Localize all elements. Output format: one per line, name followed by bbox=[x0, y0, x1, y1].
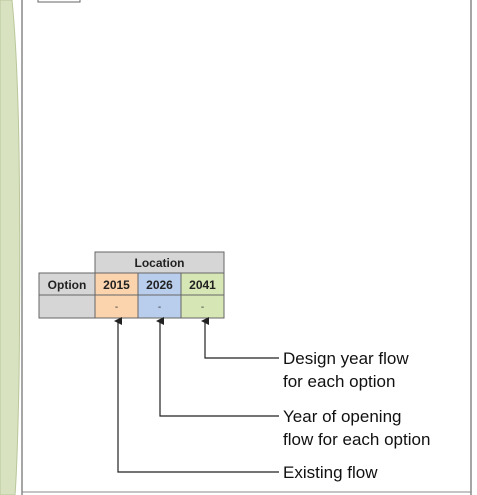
map-strip bbox=[0, 0, 21, 495]
value-2015-label: - bbox=[115, 302, 118, 313]
top-box-fragment bbox=[37, 0, 81, 3]
design-year-leader bbox=[201, 317, 279, 359]
opening-year-label-line1: Year of opening bbox=[283, 407, 401, 426]
value-2026-label: - bbox=[158, 302, 161, 313]
design-year-label-line2: for each option bbox=[283, 372, 395, 391]
year-2041-header-label: 2041 bbox=[189, 278, 216, 292]
legend-table: Location Option 2015 2026 2041 - - - bbox=[38, 251, 225, 319]
leader-lines bbox=[114, 317, 279, 473]
design-year-label-line1: Design year flow bbox=[283, 349, 409, 368]
existing-flow-leader bbox=[114, 317, 279, 473]
callout-labels: Design year flow for each option Year of… bbox=[283, 349, 430, 482]
opening-year-label-line2: flow for each option bbox=[283, 430, 430, 449]
option-value-cell bbox=[38, 294, 96, 319]
location-header-label: Location bbox=[135, 256, 185, 270]
opening-year-leader bbox=[156, 317, 279, 417]
existing-flow-label: Existing flow bbox=[283, 463, 378, 482]
option-header-label: Option bbox=[48, 278, 87, 292]
year-2026-header-label: 2026 bbox=[146, 278, 173, 292]
value-2041-label: - bbox=[201, 302, 204, 313]
year-2015-header-label: 2015 bbox=[103, 278, 130, 292]
